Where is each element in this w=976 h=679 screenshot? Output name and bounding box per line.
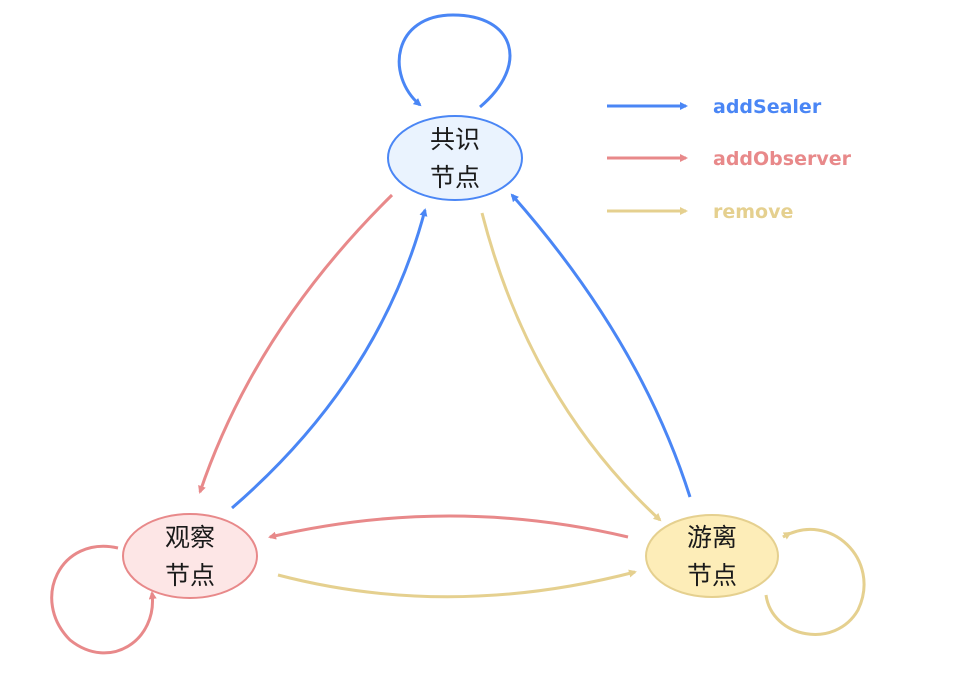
node-observer-label-line2: 节点 [165,561,215,590]
node-free-label-line1: 游离 [687,523,737,552]
edge-observer-to-consensus-addsealer [231,208,428,510]
edge-consensus-to-observer-addobserver [198,193,394,494]
edge-observer-to-free-remove [277,569,637,599]
edge-free-to-observer-addobserver [268,514,629,540]
legend-remove: remove [713,201,793,223]
legend: addSealer addObserver remove [607,96,852,223]
edge-observer-self-addobserver [50,544,157,655]
node-free: 游离 节点 [645,514,779,598]
node-consensus-label-line1: 共识 [430,125,480,154]
legend-addsealer: addSealer [713,96,822,118]
legend-addobserver: addObserver [713,148,852,170]
edge-free-self-remove [764,527,866,636]
node-consensus: 共识 节点 [387,115,523,201]
node-consensus-label-line2: 节点 [430,163,480,192]
node-observer-label-line1: 观察 [165,523,215,552]
edge-free-self-arrowhead [782,531,792,540]
edge-consensus-to-free-remove [480,212,662,522]
node-observer: 观察 节点 [122,513,258,599]
edge-free-to-consensus-addsealer [510,193,692,498]
node-free-label-line2: 节点 [687,561,737,590]
edge-consensus-self-addsealer [397,13,512,109]
